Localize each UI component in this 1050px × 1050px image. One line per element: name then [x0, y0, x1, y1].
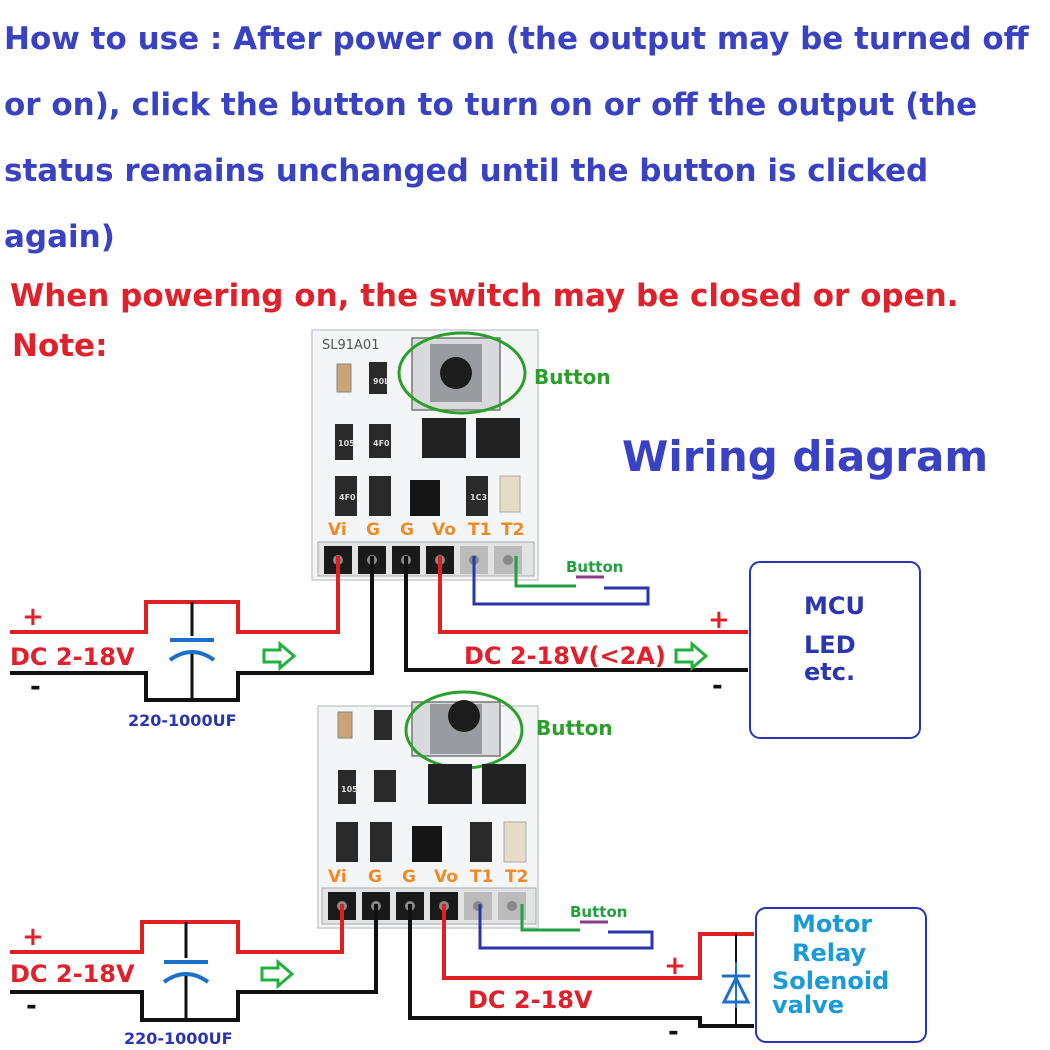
dc-output-label-bottom: DC 2-18V: [468, 986, 593, 1014]
pin-label-g1: G: [366, 520, 380, 540]
pin-label-vi: Vi: [328, 867, 347, 887]
load-label-solenoid: Solenoid: [772, 967, 889, 995]
load-label-valve: valve: [772, 991, 844, 1019]
pin-label-vo: Vo: [432, 520, 456, 540]
minus-sign: -: [668, 1017, 679, 1047]
pin-label-vo: Vo: [434, 867, 458, 887]
wires-bottom: [10, 904, 754, 1028]
button-label-top: Button: [534, 365, 611, 389]
pin-label-t1: T1: [470, 867, 493, 887]
component-label: 105: [338, 439, 355, 448]
component-label: 4F0: [339, 493, 356, 502]
plus-sign: +: [22, 922, 44, 952]
load-label-mcu: MCU: [804, 592, 865, 620]
pin-label-t2: T2: [505, 867, 528, 887]
wiring-diagram-title: Wiring diagram: [622, 432, 989, 481]
minus-sign: -: [30, 672, 41, 702]
load-label-led: LED: [804, 631, 856, 659]
module-board-top: SL91A01 90L 105 4F0 4F0 1C3 Vi G G Vo T1…: [311, 329, 539, 581]
minus-sign: -: [26, 991, 37, 1021]
arrow-icon: [262, 640, 297, 672]
capacitor-label-top: 220-1000UF: [128, 711, 237, 730]
pin-label-t2: T2: [501, 520, 524, 540]
component-label: 4F0: [373, 439, 390, 448]
pin-label-g2: G: [402, 867, 416, 887]
tactile-button-bottom: [448, 700, 480, 732]
tactile-button-top: [440, 357, 472, 389]
arrow-icon: [674, 640, 709, 672]
pin-label-g1: G: [368, 867, 382, 887]
switch-label-top: Button: [566, 558, 623, 576]
powering-note-text: When powering on, the switch may be clos…: [10, 278, 959, 314]
pin-label-g2: G: [400, 520, 414, 540]
board-model-label: SL91A01: [322, 338, 379, 353]
switch-label-bottom: Button: [570, 903, 627, 921]
plus-sign: +: [22, 602, 44, 632]
minus-sign: -: [712, 671, 723, 701]
arrow-icon: [260, 958, 295, 990]
dc-input-label-top: DC 2-18V: [10, 643, 135, 671]
pin-label-vi: Vi: [328, 520, 347, 540]
how-to-use-text: How to use : After power on (the output …: [4, 21, 1029, 255]
flyback-diode: [721, 962, 751, 1008]
button-label-bottom: Button: [536, 716, 613, 740]
note-label: Note:: [12, 328, 108, 364]
component-label: 90L: [373, 377, 389, 386]
dc-output-label-top: DC 2-18V(<2A): [464, 642, 666, 670]
load-box-mcu: [749, 561, 921, 739]
load-box-motor: [755, 907, 927, 1043]
plus-sign: +: [664, 951, 686, 981]
capacitor-top: [168, 602, 216, 700]
component-label: 105: [341, 785, 358, 794]
capacitor-label-bottom: 220-1000UF: [124, 1029, 233, 1048]
module-board-bottom: 105 Vi G G Vo T1 T2: [317, 690, 539, 929]
plus-sign: +: [708, 605, 730, 635]
pin-label-t1: T1: [468, 520, 491, 540]
component-label: 1C3: [470, 493, 487, 502]
button-highlight-top: [397, 331, 527, 415]
load-label-relay: Relay: [792, 939, 866, 967]
dc-input-label-bottom: DC 2-18V: [10, 960, 135, 988]
wires-top: [10, 556, 748, 702]
load-label-motor: Motor: [792, 910, 872, 938]
capacitor-bottom: [162, 922, 210, 1020]
load-label-etc: etc.: [804, 658, 855, 686]
